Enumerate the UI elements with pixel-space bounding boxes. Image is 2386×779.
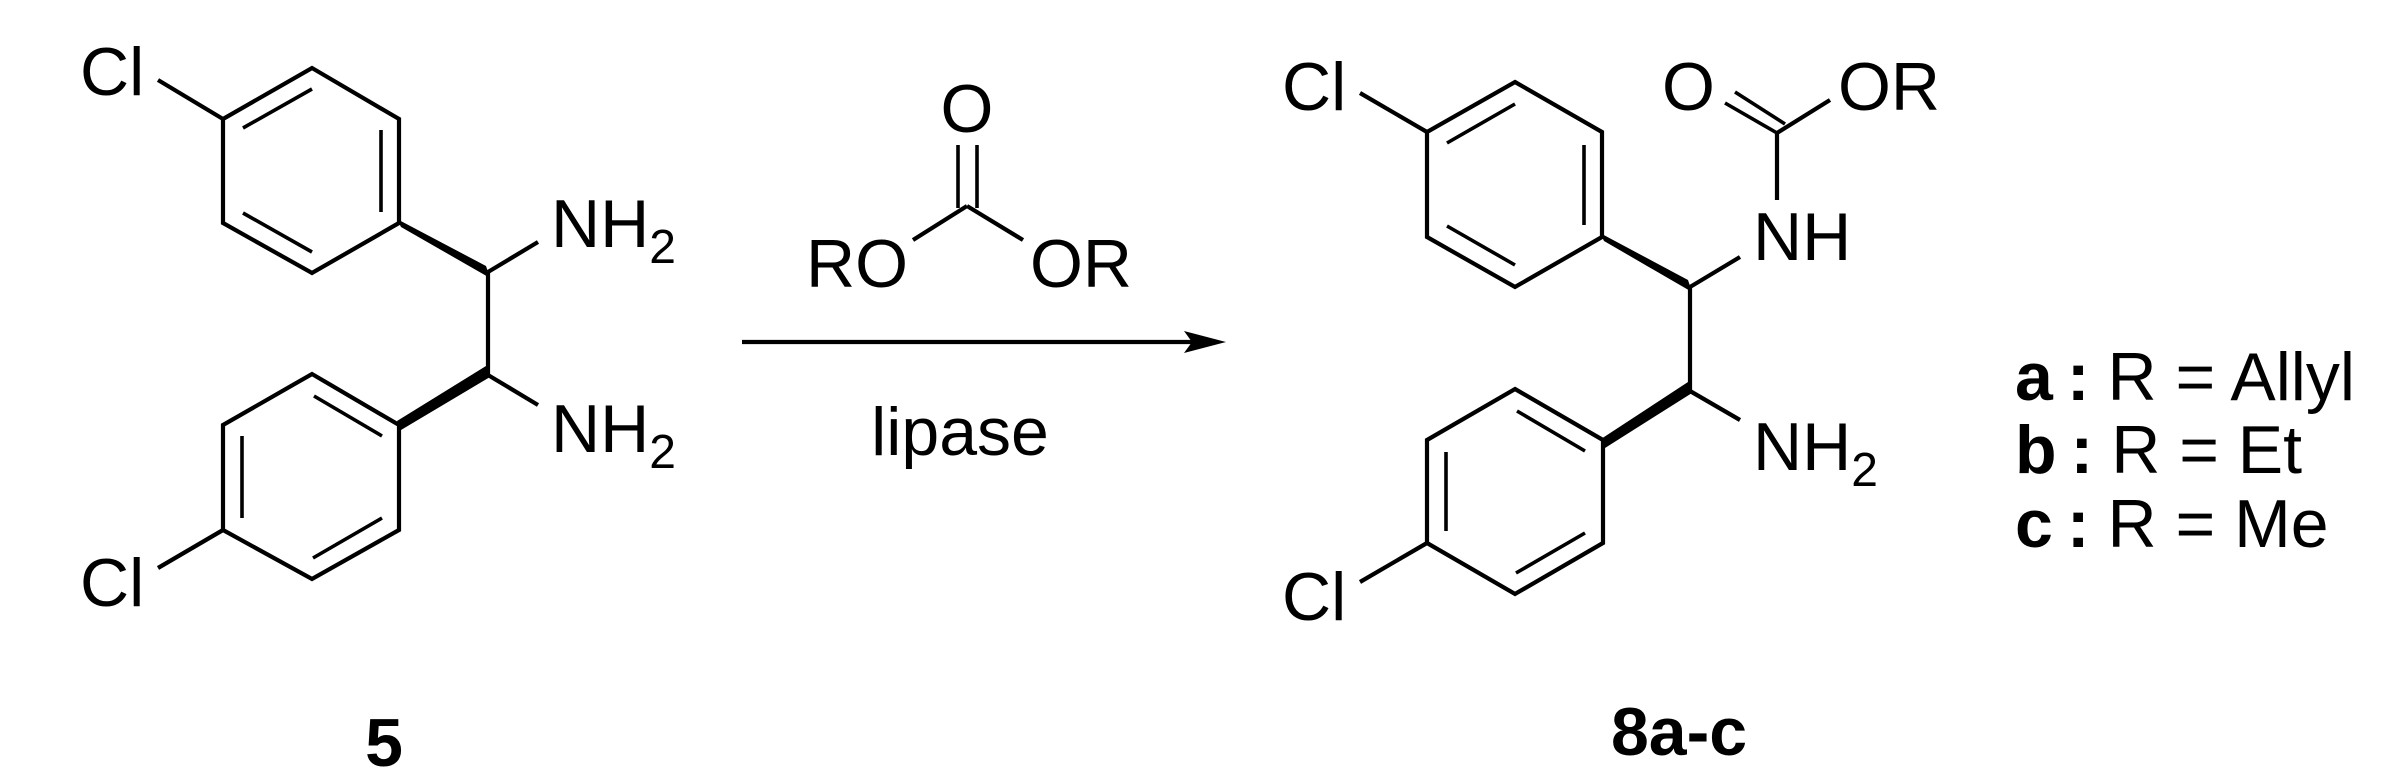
carbamate-alkoxy-or: OR (1838, 49, 1940, 125)
product-top-chlorophenyl-ring (1358, 79, 1605, 290)
legend-row-c: c:R = Me (2015, 486, 2329, 562)
reactant-bottom-cl-atom: Cl (80, 545, 144, 621)
compound-label-5: 5 (365, 705, 403, 779)
arrowhead-icon (1184, 331, 1226, 353)
product-bottom-cl-atom: Cl (1282, 559, 1346, 635)
reagent-dialkyl-carbonate: O RO OR (806, 71, 1132, 302)
carbamate-carbonyl-oxygen: O (1662, 49, 1715, 125)
reactant-top-chlorophenyl-ring (156, 65, 402, 276)
product-top-cl-atom: Cl (1282, 49, 1346, 125)
legend-row-b: b:R = Et (2015, 412, 2302, 488)
reactant-bottom-chlorophenyl-ring (156, 371, 402, 582)
legend-row-a: a:R = Allyl (2015, 339, 2355, 415)
reactant-bottom-nh2: NH2 (551, 391, 676, 479)
reactant-structure-5: Cl NH2 NH2 Cl 5 (80, 34, 676, 779)
product-bottom-chlorophenyl-ring (1358, 386, 1606, 597)
reactant-top-nh2: NH2 (551, 186, 676, 274)
product-wedge-bond-bottom (1601, 382, 1692, 448)
product-structure-8a-c: Cl NH O OR NH2 Cl 8a-c (1282, 49, 1940, 770)
product-nh2: NH2 (1753, 409, 1878, 497)
compound-label-8a-c: 8a-c (1611, 694, 1747, 770)
substituent-legend: a:R = Allyl b:R = Et c:R = Me (2015, 339, 2355, 562)
carbonate-right-or: OR (1030, 226, 1132, 302)
reaction-arrow (742, 331, 1226, 353)
product-wedge-bond-top (1600, 233, 1692, 292)
reaction-condition-lipase: lipase (871, 394, 1049, 470)
carbonate-oxygen-atom: O (941, 71, 994, 147)
carbonate-left-ro: RO (806, 226, 908, 302)
reactant-wedge-bond-bottom (397, 366, 490, 430)
product-carbamate-group: NH O OR (1662, 49, 1940, 275)
reactant-wedge-bond-top (397, 219, 490, 278)
carbamate-nh: NH (1753, 199, 1851, 275)
reactant-top-cl-atom: Cl (80, 34, 144, 110)
